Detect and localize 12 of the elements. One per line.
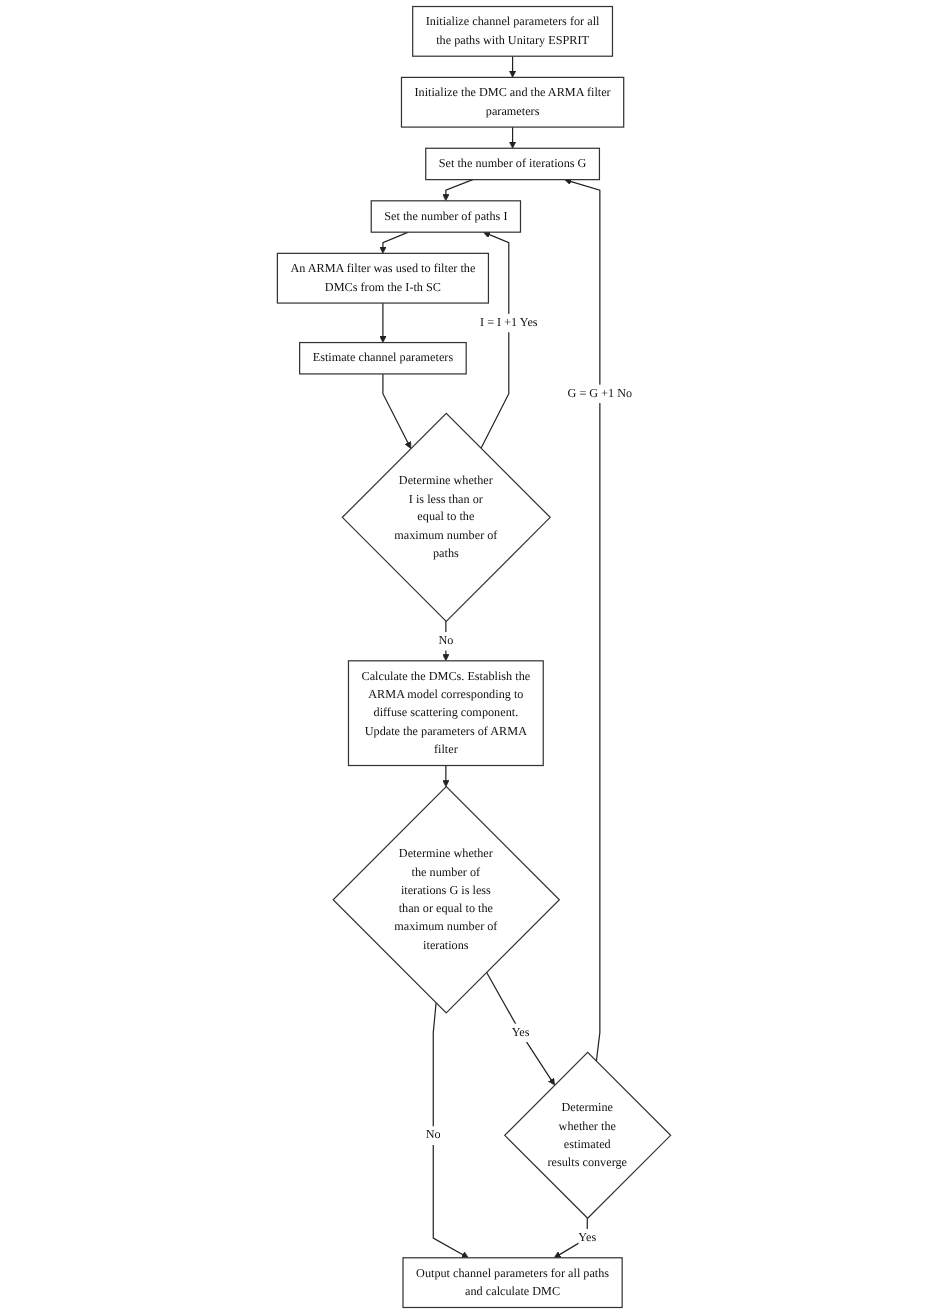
- arrow: [442, 179, 474, 202]
- arrow: [485, 971, 555, 1086]
- arrow: [432, 1002, 469, 1259]
- arrow: [382, 373, 412, 449]
- arrow: [564, 178, 601, 1063]
- arrow: [379, 231, 409, 254]
- arrow: [509, 55, 517, 78]
- arrow: [480, 231, 510, 450]
- arrow: [553, 1217, 588, 1259]
- arrow: [442, 764, 450, 787]
- arrow: [379, 302, 387, 343]
- arrow: [509, 126, 517, 149]
